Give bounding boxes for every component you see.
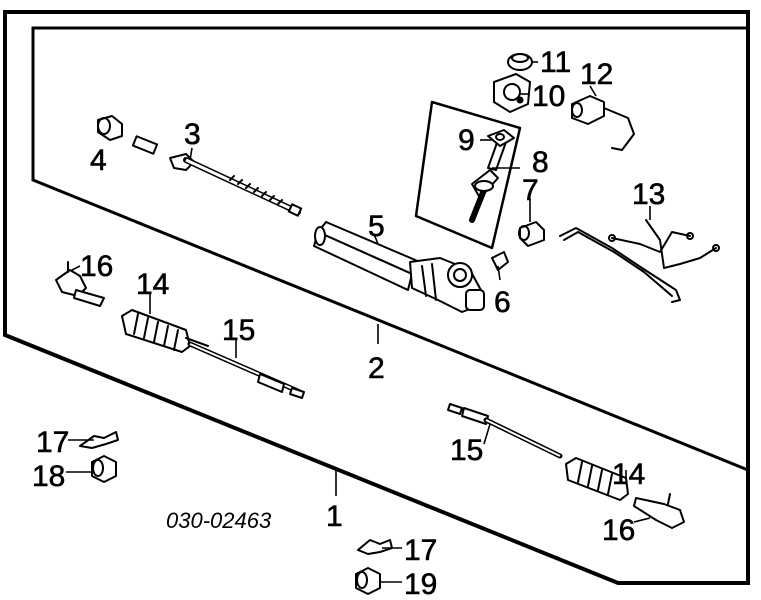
- callout-12: 12: [580, 58, 613, 91]
- part-17-clamp-bottom: [357, 539, 393, 555]
- part-18-grommet: [91, 455, 117, 483]
- callout-19: 19: [404, 568, 437, 600]
- part-14-boot-right: [565, 457, 629, 501]
- assembly-outline-frame: [3, 10, 750, 585]
- leader-lines: [66, 61, 651, 583]
- callout-3: 3: [184, 118, 201, 151]
- part-5-gear-housing: [313, 221, 485, 313]
- callout-13: 13: [632, 178, 665, 211]
- callout-4: 4: [90, 144, 107, 177]
- callout-14-left: 14: [136, 268, 169, 301]
- callout-8: 8: [532, 146, 549, 179]
- part-13-pipe-assembly: [559, 219, 720, 303]
- part-16-tie-rod-end-right: [633, 493, 685, 529]
- part-11-cap: [507, 53, 533, 71]
- callout-17-left: 17: [36, 426, 69, 459]
- part-9-seal: [487, 129, 515, 147]
- callout-10: 10: [532, 80, 565, 113]
- gear-sub-assembly-frame: [31, 26, 750, 473]
- callout-14-right: 14: [612, 458, 645, 491]
- callout-5: 5: [368, 210, 385, 243]
- part-15-tie-rod-right: [447, 403, 563, 459]
- callout-17-bottom: 17: [404, 534, 437, 567]
- part-12-sensor: [571, 95, 635, 151]
- part-19-grommet: [355, 567, 381, 595]
- callout-6: 6: [494, 286, 511, 319]
- callout-18: 18: [32, 460, 65, 493]
- callout-11: 11: [540, 46, 571, 79]
- callout-2: 2: [368, 352, 385, 385]
- diagram-reference-code: 030-02463: [166, 508, 272, 533]
- part-16-tie-rod-end-left: [55, 261, 105, 307]
- callout-9: 9: [458, 124, 475, 157]
- part-17-clamp-left: [79, 431, 119, 449]
- part-8-pinion-box: [414, 100, 522, 250]
- part-7-bushing: [518, 221, 545, 247]
- part-3-rack-bar: [131, 135, 303, 217]
- callout-1: 1: [326, 500, 343, 533]
- part-15-tie-rod-left: [187, 341, 305, 399]
- callout-16-right: 16: [602, 514, 635, 547]
- callout-16-left: 16: [80, 250, 113, 283]
- callout-15-left: 15: [222, 314, 255, 347]
- callout-7: 7: [522, 174, 539, 207]
- part-6-clip: [491, 251, 509, 271]
- part-4-bushing: [97, 115, 123, 141]
- part-10-valve-body: [493, 73, 531, 113]
- callout-15-right: 15: [450, 434, 483, 467]
